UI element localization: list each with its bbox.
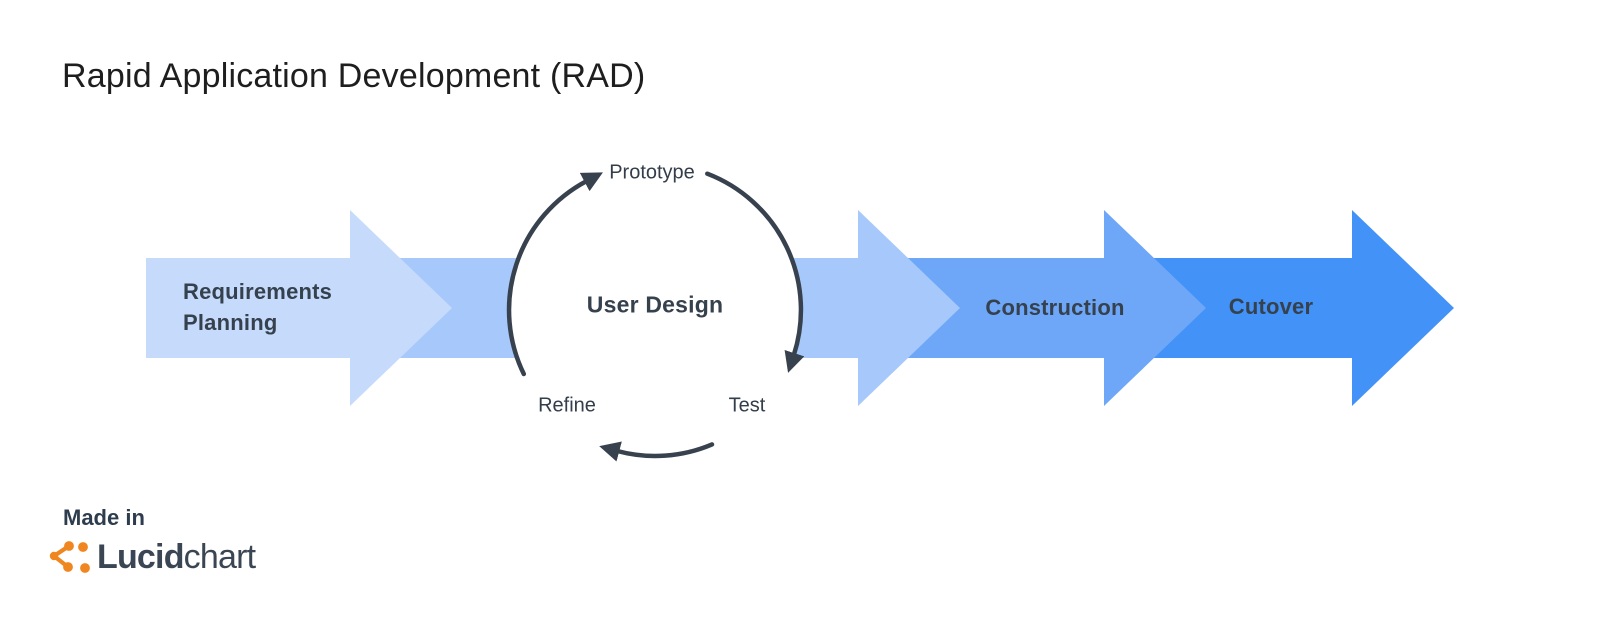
cycle-arc-refine-to-prototype bbox=[506, 172, 603, 377]
cycle-label-prototype: Prototype bbox=[609, 161, 695, 184]
cycle-arc-prototype-to-test bbox=[705, 171, 805, 373]
stage-label-line: Requirements bbox=[183, 279, 333, 304]
stage-label-user-design: User Design bbox=[586, 291, 724, 318]
design-cycle bbox=[506, 171, 805, 462]
logo-dot bbox=[63, 562, 73, 572]
logo-dot bbox=[64, 541, 74, 551]
lucidchart-logo-icon bbox=[49, 541, 90, 573]
arrow-construction bbox=[900, 210, 1206, 406]
cycle-arc-test-to-refine bbox=[599, 441, 715, 462]
stage-label-line: Planning bbox=[183, 310, 278, 335]
arrow-cutover bbox=[1145, 210, 1454, 406]
arrow-user-design-head bbox=[790, 210, 960, 406]
wordmark-bold: Lucid bbox=[97, 538, 184, 576]
logo-dot bbox=[78, 542, 88, 552]
stage-label-cutover: Cutover bbox=[1228, 294, 1314, 319]
cycle-label-refine: Refine bbox=[538, 394, 596, 417]
arrow-user-design-tail bbox=[398, 258, 520, 358]
made-in-label: Made in bbox=[63, 505, 145, 530]
page-title: Rapid Application Development (RAD) bbox=[62, 57, 646, 95]
logo-dot bbox=[49, 551, 59, 561]
wordmark-regular: chart bbox=[183, 538, 256, 576]
logo-dot bbox=[80, 563, 90, 573]
stage-label-requirements-planning: Requirements Planning bbox=[183, 276, 332, 338]
stage-label-construction: Construction bbox=[985, 295, 1125, 320]
lucidchart-wordmark: Lucidchart bbox=[97, 538, 256, 576]
cycle-label-test: Test bbox=[728, 394, 766, 417]
arrow-requirements-planning bbox=[146, 210, 452, 406]
logo-dots bbox=[49, 541, 90, 573]
